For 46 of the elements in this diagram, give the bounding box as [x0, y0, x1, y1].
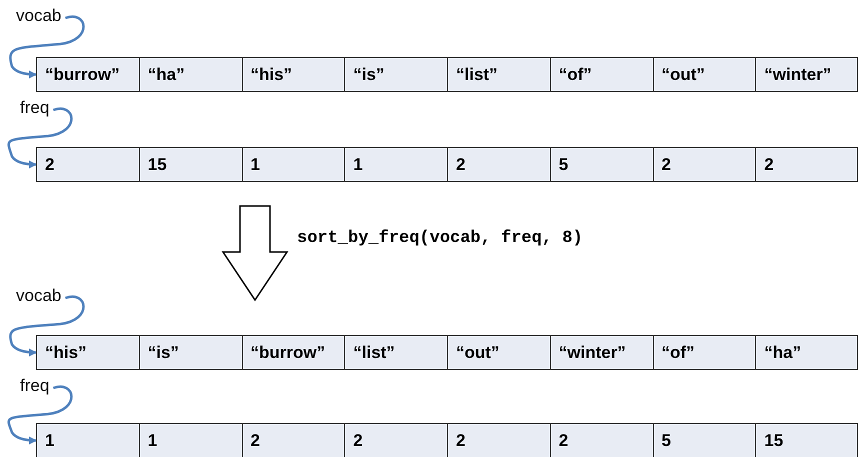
array-cell: “out”: [448, 336, 551, 369]
curved-arrow: [9, 16, 85, 78]
block-arrow: [222, 205, 288, 301]
curved-arrow: [8, 108, 73, 168]
array-cell: “list”: [345, 336, 448, 369]
array-cell: 1: [140, 424, 242, 457]
variable-label: freq: [20, 376, 50, 396]
array-cell: “of”: [654, 336, 756, 369]
array-cell: 2: [37, 148, 140, 181]
variable-label: vocab: [16, 286, 62, 306]
array-cell: “is”: [140, 336, 242, 369]
array-cell: “of”: [550, 58, 654, 91]
array-cell: “ha”: [140, 58, 242, 91]
array-cell: 15: [140, 148, 242, 181]
array-bar: [36, 423, 858, 457]
array-bar: [36, 335, 858, 370]
array-cell: 2: [448, 148, 551, 181]
array-cell: 2: [242, 424, 346, 457]
array-cell: 2: [756, 148, 859, 181]
array-bar: [36, 57, 858, 92]
variable-label: vocab: [16, 6, 62, 26]
variable-label: freq: [20, 98, 50, 118]
array-cell: “burrow”: [37, 58, 140, 91]
array-cell: “his”: [37, 336, 140, 369]
array-cell: 2: [345, 424, 448, 457]
array-cell: “is”: [345, 58, 448, 91]
array-cell: 15: [756, 424, 859, 457]
array-bar: [36, 147, 858, 182]
array-cell: “winter”: [756, 58, 859, 91]
array-cell: 5: [654, 424, 756, 457]
array-cell: 2: [654, 148, 756, 181]
array-cell: “out”: [654, 58, 756, 91]
array-cell: “ha”: [756, 336, 859, 369]
array-cell: 1: [345, 148, 448, 181]
array-cell: 5: [550, 148, 654, 181]
array-cell: 1: [242, 148, 346, 181]
array-cell: 2: [550, 424, 654, 457]
function-call: sort_by_freq(vocab, freq, 8): [297, 229, 583, 248]
array-cell: 1: [37, 424, 140, 457]
curved-arrow: [9, 296, 85, 356]
curved-arrow: [8, 386, 73, 444]
array-cell: “winter”: [550, 336, 654, 369]
array-cell: 2: [448, 424, 551, 457]
array-cell: “list”: [448, 58, 551, 91]
array-cell: “burrow”: [242, 336, 346, 369]
array-cell: “his”: [242, 58, 346, 91]
